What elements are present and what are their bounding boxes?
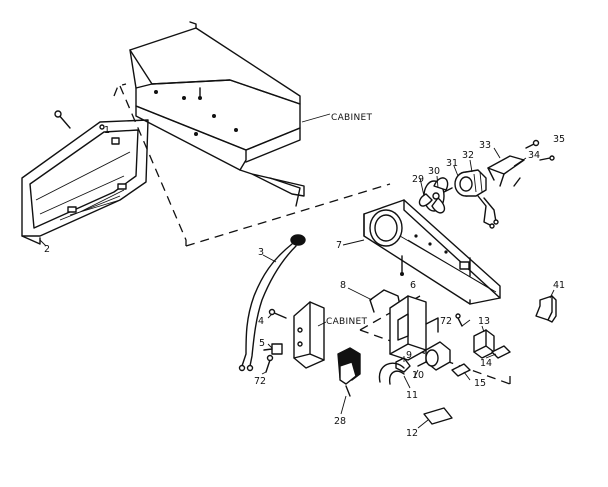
cabinet-mid-label: CABINET: [326, 317, 367, 327]
capacitor-10: [417, 341, 451, 371]
control-knob: [337, 347, 361, 397]
part-label-31: 31: [446, 158, 458, 169]
front-grille-panel: [21, 119, 149, 245]
screw-6: [400, 255, 404, 276]
part-label-6: 6: [410, 280, 416, 291]
cabinet-top-label-group: CABINET: [301, 113, 372, 123]
cabinet-shelf: [129, 21, 305, 207]
bracket-41: [535, 295, 557, 323]
part-label-2: 2: [44, 244, 50, 255]
fan-blade: [418, 177, 449, 214]
clip-15: [451, 363, 471, 377]
screw-4: [268, 308, 287, 319]
part-label-5: 5: [259, 338, 265, 349]
gasket-12: [423, 407, 453, 425]
part-9: [395, 357, 411, 373]
part-label-28: 28: [334, 416, 346, 427]
thermostat-capillary: [238, 234, 306, 372]
part-number-labels: 1 2 3 4 5 6 7 8 9 10 11 12 13 14 15 28 2…: [44, 125, 565, 439]
leader-2: [39, 239, 47, 247]
part-label-14: 14: [480, 358, 492, 369]
wire-11: [378, 362, 405, 385]
part-label-12: 12: [406, 428, 418, 439]
screw-1: [54, 110, 71, 129]
part-label-9: 9: [406, 350, 412, 361]
part-label-41: 41: [553, 280, 565, 291]
part-label-72-left: 72: [254, 376, 266, 387]
fan-motor: [443, 169, 499, 229]
part-label-8: 8: [340, 280, 346, 291]
cabinet-top-label: CABINET: [331, 113, 372, 123]
clip-14: [491, 345, 511, 359]
switch-5: [263, 343, 283, 355]
part-label-34: 34: [528, 150, 540, 161]
part-label-72-right: 72: [440, 316, 452, 327]
leader-lines: [261, 147, 555, 429]
cabinet-mid-label-group: CABINET: [317, 317, 367, 327]
part-label-15: 15: [474, 378, 486, 389]
control-bracket: [293, 301, 325, 369]
part-label-30: 30: [428, 166, 440, 177]
rod-8: [369, 289, 401, 313]
part-label-32: 32: [462, 150, 474, 161]
part-label-29: 29: [412, 174, 424, 185]
part-label-13: 13: [478, 316, 490, 327]
part-label-35: 35: [553, 134, 565, 145]
fan-shroud-base: [363, 199, 501, 305]
part-label-11: 11: [406, 390, 418, 401]
part-label-3: 3: [258, 247, 264, 258]
part-label-7: 7: [336, 240, 342, 251]
part-label-4: 4: [258, 316, 264, 327]
part-label-10: 10: [412, 370, 424, 381]
part-label-33: 33: [479, 140, 491, 151]
screw-72-right: [455, 313, 463, 327]
relay-13: [473, 329, 495, 359]
motor-mount-bracket: [487, 139, 555, 187]
screw-72-left: [265, 354, 274, 373]
electrical-bracket: [389, 295, 439, 361]
part-label-1: 1: [104, 125, 110, 136]
